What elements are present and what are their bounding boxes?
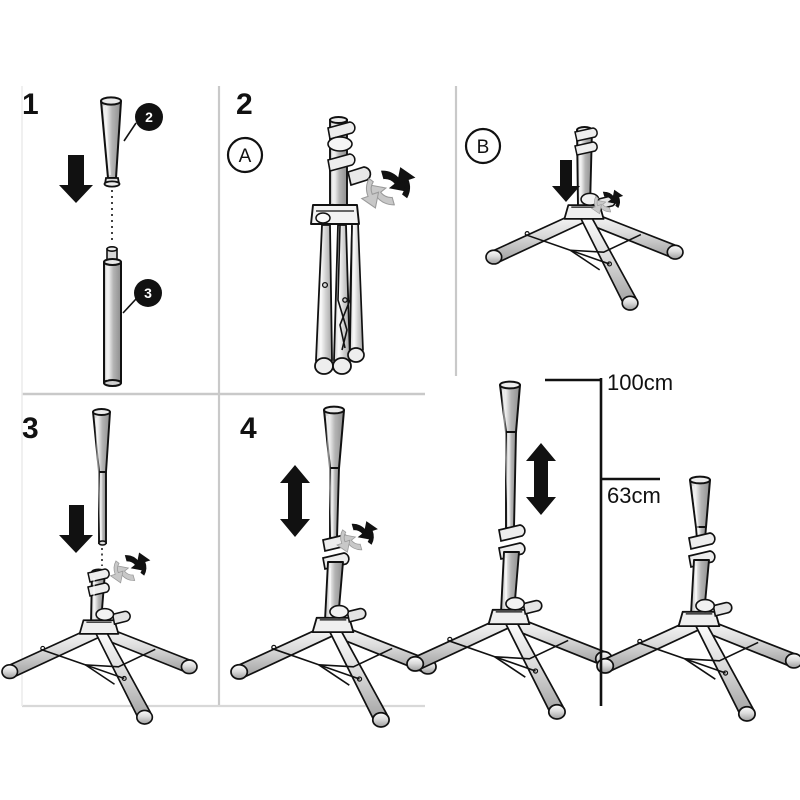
height-figure-min <box>596 475 800 722</box>
panel-1-illustration: 2 3 <box>59 96 163 387</box>
part-bat-top <box>100 96 122 188</box>
panel-3-illustration <box>1 408 198 725</box>
up-down-arrow-icon-tall <box>526 443 556 515</box>
step-number-1: 1 <box>22 88 39 121</box>
down-arrow-icon-b <box>552 160 580 202</box>
circled-letter-b: B <box>464 127 502 165</box>
panel-4-illustration <box>230 405 437 728</box>
down-arrow-icon-3 <box>59 505 93 553</box>
down-arrow-icon <box>59 155 93 203</box>
assembled-tee-4 <box>322 405 350 621</box>
tripod-base-4 <box>230 604 437 728</box>
step-number-2: 2 <box>236 88 253 121</box>
circled-letter-a: A <box>226 136 264 174</box>
folded-tripod <box>310 116 372 375</box>
tripod-base-b <box>485 192 684 311</box>
bat-assembly-3 <box>92 408 111 546</box>
callout-badge-3: 3 <box>134 279 162 307</box>
tripod-base-tall <box>406 596 613 720</box>
panel-2a-illustration: A <box>226 116 415 375</box>
callout-badge-2: 2 <box>135 103 163 131</box>
tripod-base-short <box>596 598 800 722</box>
panel-dividers <box>21 86 458 708</box>
measurement-scale <box>545 378 660 706</box>
height-figure-max <box>406 380 613 720</box>
assembled-tee-tall <box>498 380 526 613</box>
measurement-label-63cm: 63cm <box>607 483 661 508</box>
measurement-label-100cm: 100cm <box>607 370 674 395</box>
circled-letter-a-label: A <box>239 146 252 167</box>
callout-badge-3-label: 3 <box>144 285 152 301</box>
step-number-4: 4 <box>240 412 257 445</box>
step-number-3: 3 <box>22 412 39 445</box>
rotate-arrow-icon-3 <box>110 552 150 584</box>
callout-badge-2-label: 2 <box>145 109 153 125</box>
assembled-tee-short <box>688 475 716 615</box>
rotate-arrow-icon-4 <box>336 521 378 553</box>
panel-2b-illustration: B <box>464 126 684 311</box>
circled-letter-b-label: B <box>477 137 490 158</box>
stand-column-b <box>574 126 598 208</box>
up-down-arrow-icon-4 <box>280 465 310 537</box>
part-lower-shaft <box>103 246 122 387</box>
